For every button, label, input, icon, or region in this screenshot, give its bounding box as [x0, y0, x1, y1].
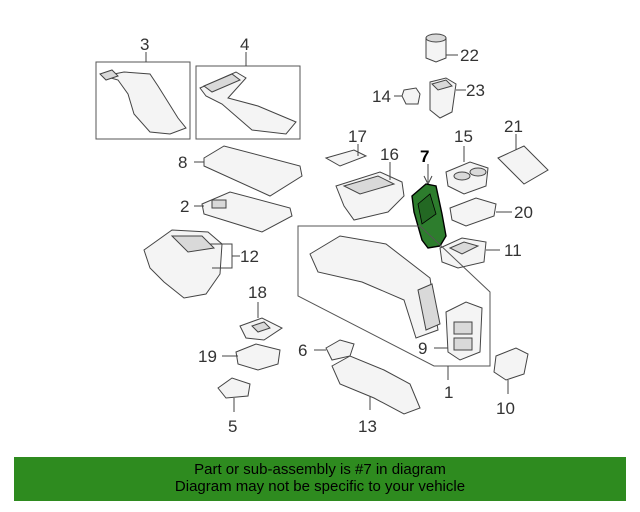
callout-10: 10: [496, 399, 515, 418]
part-15-group[interactable]: 15: [445, 127, 489, 195]
part-10-shape: [493, 347, 529, 381]
part-16-opening: [342, 175, 396, 195]
part-22-top: [425, 33, 447, 43]
callout-16: 16: [380, 145, 399, 164]
banner-line-1: Part or sub-assembly is #7 in diagram: [194, 461, 446, 478]
banner-line-2: Diagram may not be specific to your vehi…: [174, 478, 466, 495]
part-17-group[interactable]: 17: [324, 127, 368, 167]
part-9-switch-top: [453, 321, 473, 335]
part-7-group[interactable]: 7: [411, 147, 447, 249]
callout-3: 3: [140, 35, 149, 54]
callout-12: 12: [240, 247, 259, 266]
part-1-group[interactable]: 1: [297, 225, 491, 402]
part-12-top: [170, 235, 216, 253]
part-4-group[interactable]: 4: [195, 35, 301, 140]
part-13-group[interactable]: 13: [331, 355, 421, 436]
part-3-frame: [95, 61, 191, 140]
part-8-shape: [203, 145, 303, 197]
part-5-group[interactable]: 5: [217, 377, 251, 436]
part-9-switch-bottom: [453, 337, 473, 351]
part-19-group[interactable]: 19: [198, 343, 281, 371]
callout-22: 22: [460, 46, 479, 65]
part-3-clip: [99, 69, 119, 81]
part-2-bracket: [211, 199, 227, 209]
part-11-group[interactable]: 11: [439, 237, 522, 269]
part-6-shape: [325, 339, 355, 361]
part-1-console: [309, 235, 439, 339]
part-4-frame: [195, 65, 301, 140]
callout-8: 8: [178, 153, 187, 172]
callout-21: 21: [504, 117, 523, 136]
callout-7: 7: [420, 147, 429, 166]
part-2-group[interactable]: 2: [180, 191, 293, 233]
part-21-group[interactable]: 21: [497, 117, 549, 185]
callout-6: 6: [298, 341, 307, 360]
exploded-parts-diagram: 3 4 22 14 23: [95, 33, 549, 436]
part-17-shape: [324, 149, 368, 167]
part-19-shape: [235, 343, 281, 371]
part-1-frame: [297, 225, 491, 367]
part-21-shape: [497, 145, 549, 185]
part-6-group[interactable]: 6: [298, 339, 355, 361]
part-18-hole: [251, 321, 271, 333]
part-16-group[interactable]: 16: [335, 145, 405, 221]
part-8-group[interactable]: 8: [178, 145, 303, 197]
callout-4: 4: [240, 35, 249, 54]
callout-2: 2: [180, 197, 189, 216]
callout-15: 15: [454, 127, 473, 146]
part-20-group[interactable]: 20: [449, 197, 533, 227]
part-23-top: [431, 79, 453, 91]
part-9-group[interactable]: 9: [418, 301, 483, 361]
part-4-insert: [203, 73, 241, 93]
part-14-group[interactable]: 14: [372, 87, 421, 106]
callout-23: 23: [466, 81, 485, 100]
callout-20: 20: [514, 203, 533, 222]
callout-14: 14: [372, 87, 391, 106]
part-10-group[interactable]: 10: [493, 347, 529, 418]
callout-11: 11: [504, 241, 522, 260]
part-22-group[interactable]: 22: [425, 33, 479, 65]
part-23-group[interactable]: 23: [429, 77, 485, 119]
part-5-shape: [217, 377, 251, 399]
callout-13: 13: [358, 417, 377, 436]
part-2-shape: [201, 191, 293, 233]
callout-18: 18: [248, 283, 267, 302]
callout-17: 17: [348, 127, 367, 146]
part-14-shape: [401, 87, 421, 105]
part-15-cup-left: [453, 171, 471, 181]
callout-1: 1: [444, 383, 453, 402]
callout-19: 19: [198, 347, 217, 366]
part-11-recess: [448, 241, 480, 255]
part-20-shape: [449, 197, 497, 227]
callout-9: 9: [418, 339, 427, 358]
part-12-group[interactable]: 12: [143, 229, 259, 299]
part-13-shape: [331, 355, 421, 415]
part-7-lid-detail: [417, 193, 437, 225]
part-18-group[interactable]: 18: [239, 283, 283, 341]
part-3-group[interactable]: 3: [95, 35, 191, 140]
part-1-panel: [417, 283, 441, 331]
callout-5: 5: [228, 417, 237, 436]
notice-banner: Part or sub-assembly is #7 in diagram Di…: [14, 457, 626, 501]
part-15-cup-right: [469, 167, 487, 177]
part-3-shape: [103, 71, 187, 135]
part-4-shape: [199, 71, 297, 135]
